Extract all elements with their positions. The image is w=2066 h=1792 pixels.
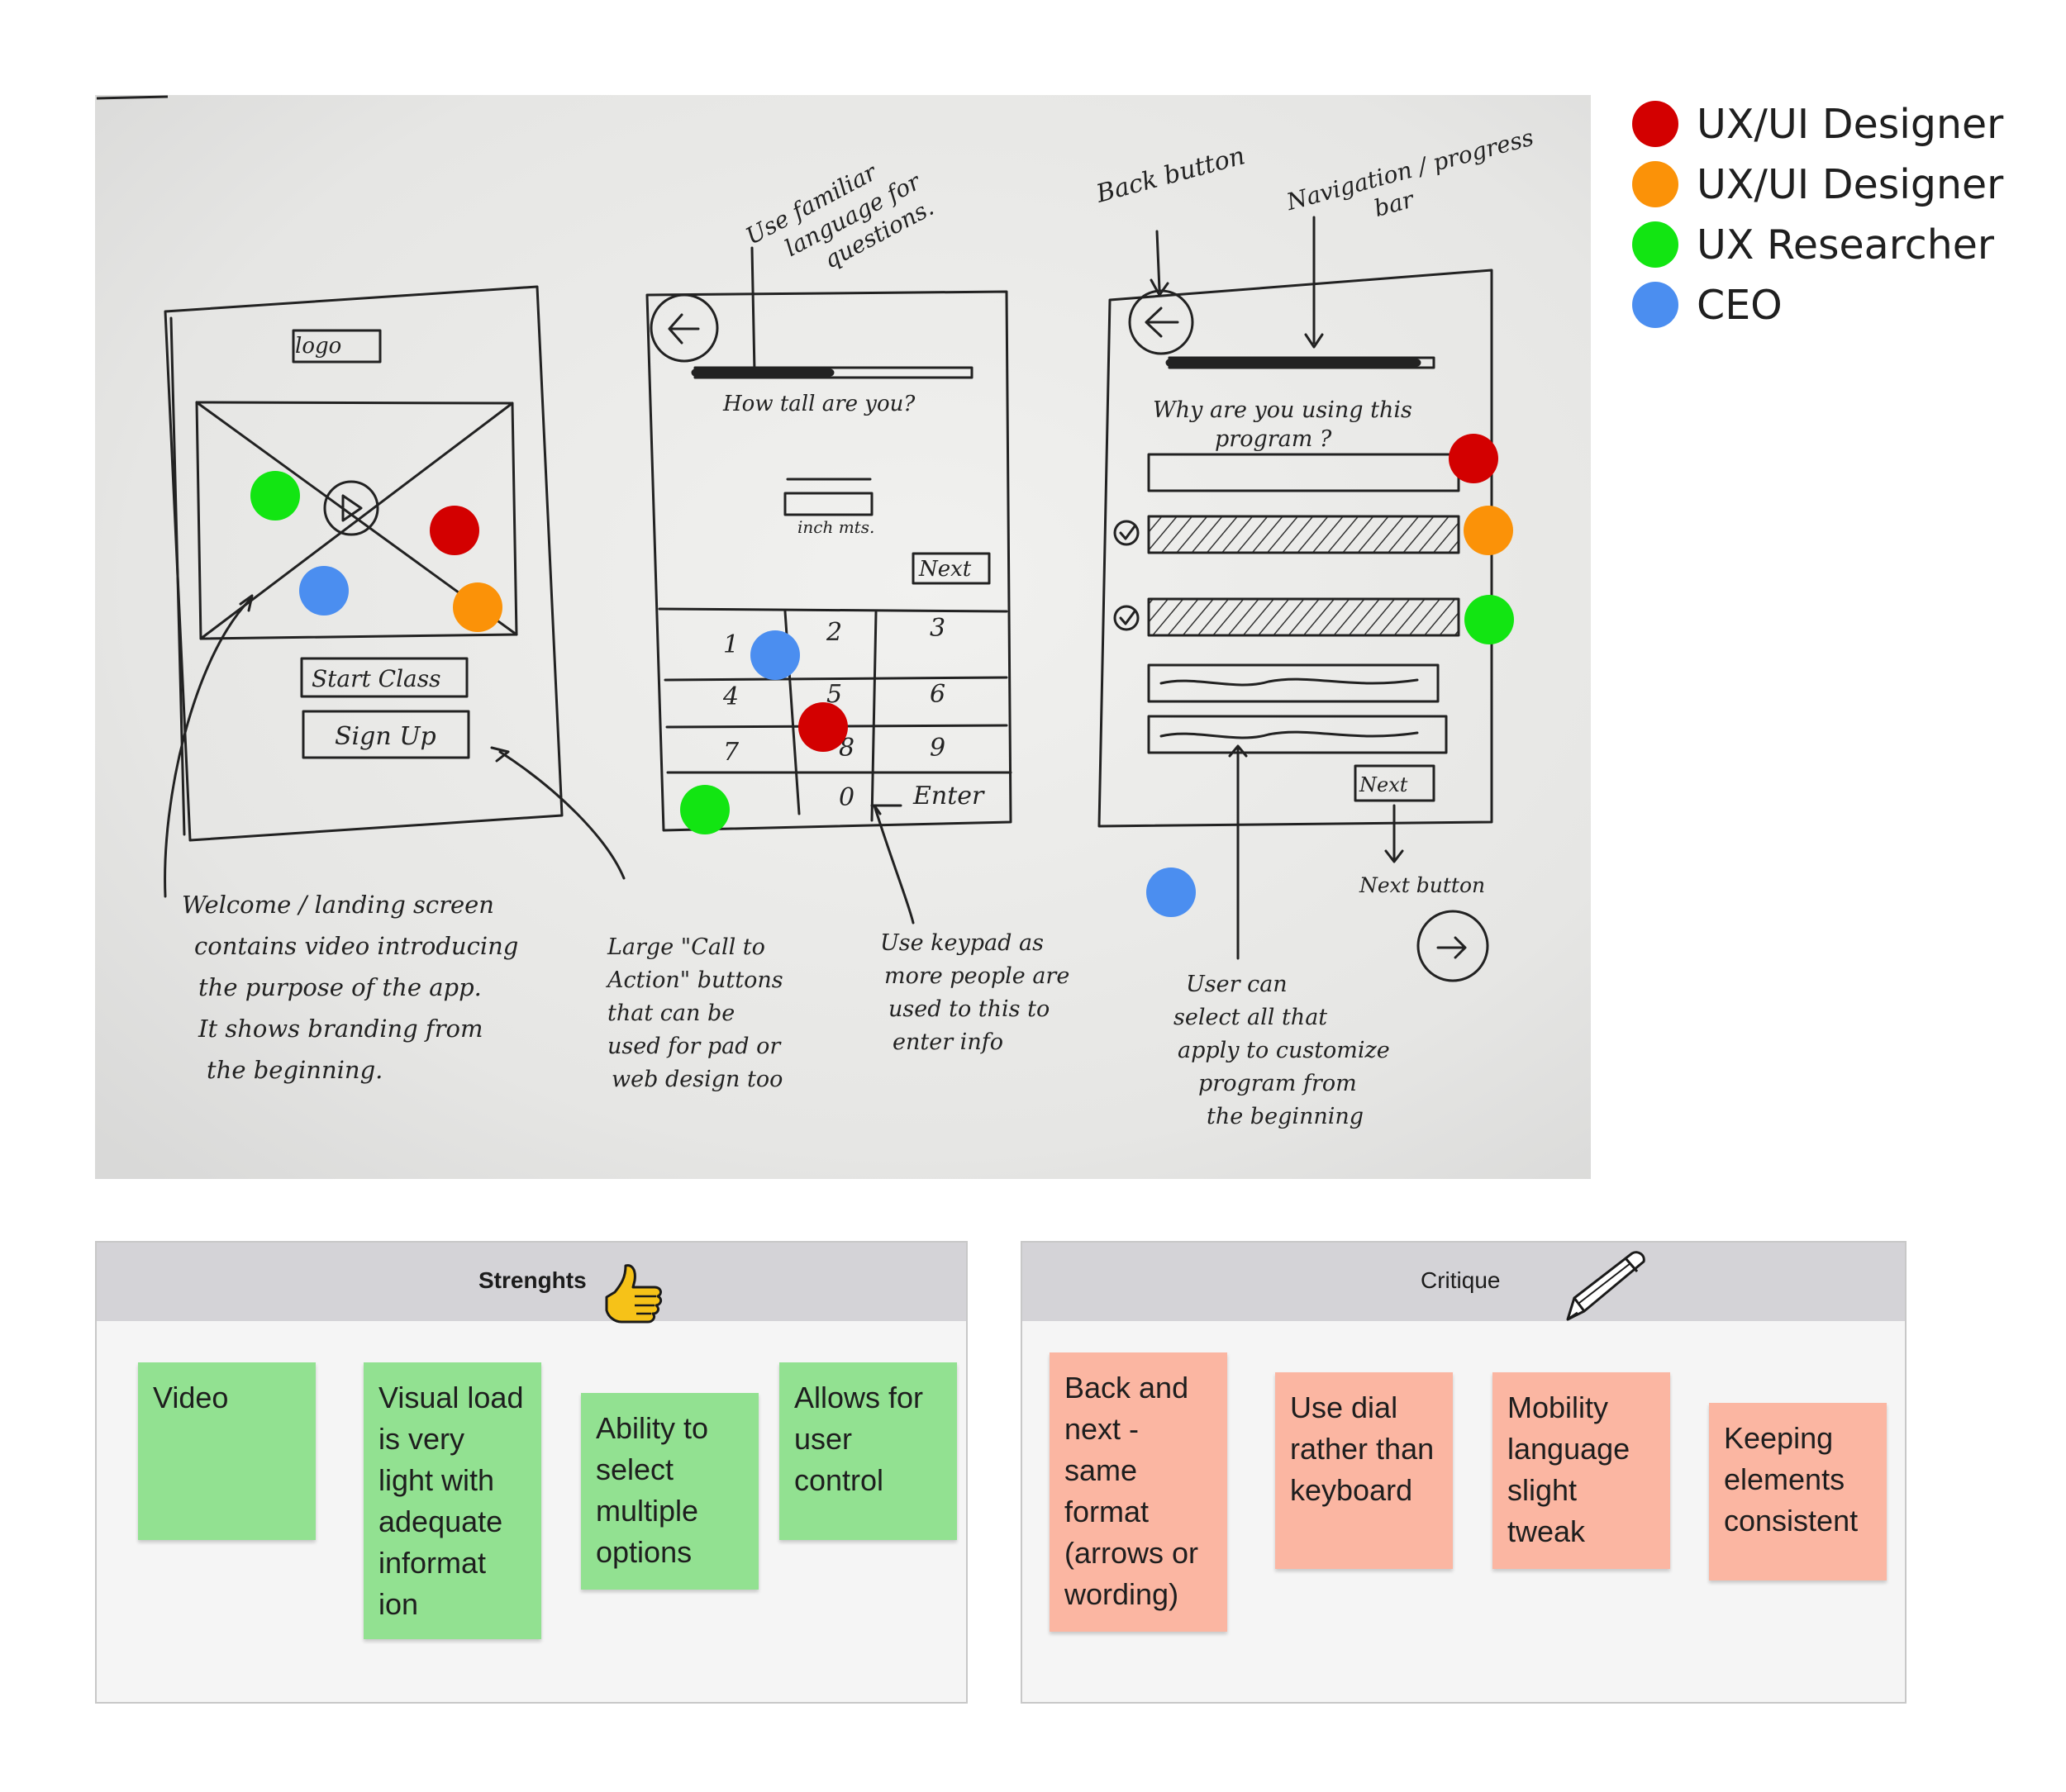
legend-dot-orange xyxy=(1632,161,1678,207)
svg-text:program from: program from xyxy=(1198,1071,1357,1096)
legend-dot-blue xyxy=(1632,282,1678,328)
vote-dot-researcher-options xyxy=(1464,595,1514,644)
svg-text:that can be: that can be xyxy=(607,1001,735,1026)
svg-text:Large "Call to: Large "Call to xyxy=(607,934,765,960)
sketch-start-class-button: Start Class xyxy=(312,665,440,692)
critique-note-dial[interactable]: Use dial rather than keyboard xyxy=(1275,1372,1453,1569)
strength-note-user-control[interactable]: Allows for user control xyxy=(779,1362,957,1540)
critique-note-consistent[interactable]: Keeping elements consistent xyxy=(1709,1403,1887,1580)
svg-text:more people are: more people are xyxy=(884,963,1069,989)
vote-dot-ceo-control xyxy=(1146,867,1196,917)
vote-dots xyxy=(250,434,1514,917)
strength-note-video[interactable]: Video xyxy=(138,1362,316,1540)
svg-text:apply to customize: apply to customize xyxy=(1178,1038,1390,1063)
svg-text:program ?: program ? xyxy=(1215,426,1332,452)
vote-dot-researcher-keypad xyxy=(680,785,730,834)
strength-note-visual-load[interactable]: Visual load is very light with adequate … xyxy=(364,1362,541,1639)
sketch-next-button: Next xyxy=(918,557,972,582)
legend-item-ux-researcher: UX Researcher xyxy=(1632,220,1994,269)
svg-text:7: 7 xyxy=(723,738,740,767)
strengths-header: Strenghts xyxy=(97,1243,966,1324)
legend-item-ceo: CEO xyxy=(1632,280,1783,330)
legend-dot-red xyxy=(1632,101,1678,147)
svg-text:6: 6 xyxy=(930,680,945,709)
sketch-note-cta: Large "Call to Action" buttons that can … xyxy=(605,934,783,1092)
legend-dot-green xyxy=(1632,221,1678,268)
pencil-icon xyxy=(1566,1251,1645,1321)
sketch-question-why: Why are you using this program ? xyxy=(1153,397,1412,452)
svg-text:2: 2 xyxy=(826,618,842,647)
vote-dot-designer-orange-video xyxy=(453,582,502,632)
svg-text:Use keypad as: Use keypad as xyxy=(880,930,1044,956)
vote-dot-designer-red-options xyxy=(1449,434,1498,483)
sketch-logo-label: logo xyxy=(295,334,341,359)
svg-text:Action" buttons: Action" buttons xyxy=(605,967,783,993)
critique-note-back-next[interactable]: Back and next - same format (arrows or w… xyxy=(1050,1352,1227,1632)
svg-text:1: 1 xyxy=(723,630,739,659)
vote-dot-ceo-video xyxy=(299,566,349,616)
critique-header: Critique xyxy=(1022,1243,1905,1321)
sketch-note-landing: Welcome / landing screen contains video … xyxy=(182,891,518,1084)
sketch-next-button-3: Next xyxy=(1359,773,1408,796)
svg-text:the beginning.: the beginning. xyxy=(207,1056,383,1084)
svg-text:select all that: select all that xyxy=(1173,1005,1327,1030)
svg-text:User can: User can xyxy=(1186,972,1288,997)
sketch-note-next-button: Next button xyxy=(1359,873,1485,897)
vote-dot-ceo-keypad xyxy=(750,630,800,680)
thumbs-up-icon xyxy=(605,1264,663,1324)
legend-label: UX/UI Designer xyxy=(1697,100,2004,148)
critique-title: Critique xyxy=(1421,1267,1501,1293)
svg-text:It shows branding from: It shows branding from xyxy=(198,1015,483,1043)
sketch-note-select-all: User can select all that apply to custom… xyxy=(1173,972,1390,1129)
strengths-title: Strenghts xyxy=(478,1267,587,1293)
legend-label: CEO xyxy=(1697,281,1783,329)
svg-text:3: 3 xyxy=(930,614,945,643)
legend-label: UX Researcher xyxy=(1697,221,1995,269)
svg-text:Welcome / landing screen: Welcome / landing screen xyxy=(182,891,494,919)
svg-text:used to this to: used to this to xyxy=(888,996,1050,1022)
svg-text:Enter: Enter xyxy=(912,782,985,810)
svg-text:enter info: enter info xyxy=(893,1029,1003,1055)
strengths-panel: Strenghts Video Visual load is very ligh… xyxy=(95,1241,968,1704)
svg-text:used for pad or: used for pad or xyxy=(607,1034,782,1059)
vote-dot-designer-red-video xyxy=(430,506,479,555)
wireframe-sketch-photo: logo Start Class Sign Up Welcome / landi… xyxy=(95,95,1591,1179)
vote-dot-researcher-video xyxy=(250,471,300,520)
strength-note-multiple-options[interactable]: Ability to select multiple options xyxy=(581,1393,759,1590)
critique-panel: Critique Back and next - same format (ar… xyxy=(1021,1241,1907,1704)
svg-text:5: 5 xyxy=(826,680,842,709)
legend-item-ux-ui-designer-red: UX/UI Designer xyxy=(1632,99,2003,149)
vote-dot-designer-red-keypad xyxy=(798,702,848,752)
svg-text:contains video introducing: contains video introducing xyxy=(194,932,518,960)
svg-text:Why are you using this: Why are you using this xyxy=(1153,397,1412,423)
legend-label: UX/UI Designer xyxy=(1697,160,2004,208)
sketch-sign-up-button: Sign Up xyxy=(335,722,436,751)
svg-text:4: 4 xyxy=(722,682,739,711)
svg-text:the purpose of the app.: the purpose of the app. xyxy=(198,973,482,1001)
sketch-units-toggle: inch mts. xyxy=(797,517,874,537)
vote-dot-designer-orange-options xyxy=(1464,506,1513,555)
critique-note-mobility-language[interactable]: Mobility language slight tweak xyxy=(1492,1372,1670,1569)
svg-text:9: 9 xyxy=(930,734,945,763)
svg-text:the beginning: the beginning xyxy=(1207,1104,1364,1129)
sketch-question-height: How tall are you? xyxy=(722,392,916,416)
svg-text:0: 0 xyxy=(839,783,854,812)
svg-text:web design too: web design too xyxy=(612,1067,783,1092)
legend-item-ux-ui-designer-orange: UX/UI Designer xyxy=(1632,159,2003,209)
sketch-note-keypad: Use keypad as more people are used to th… xyxy=(880,930,1069,1055)
